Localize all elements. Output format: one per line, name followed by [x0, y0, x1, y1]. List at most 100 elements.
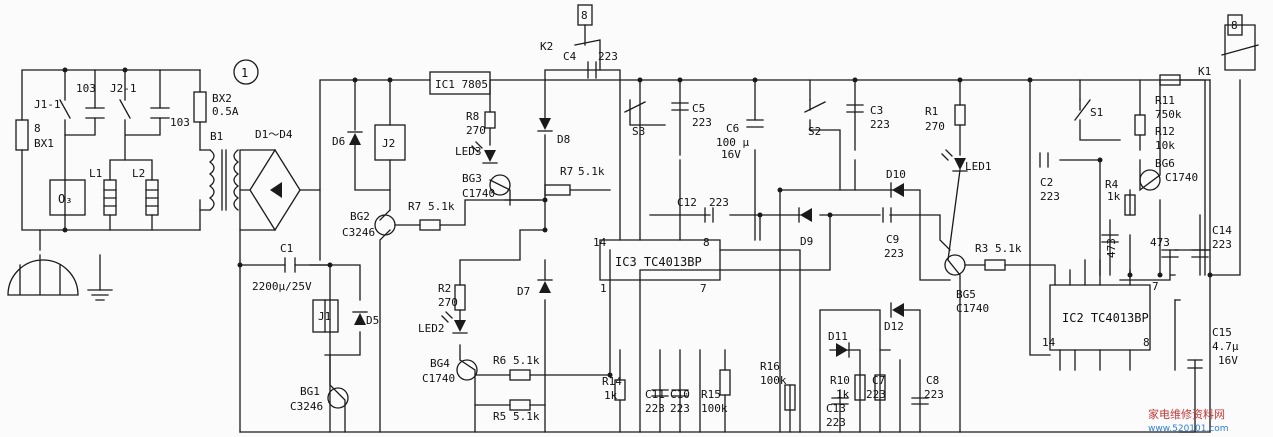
label-c6: C6	[726, 122, 739, 135]
watermark-url: www.520101.com	[1148, 424, 1229, 434]
label-bg4: BG4	[430, 357, 450, 370]
label-pin8: 8	[703, 236, 710, 249]
fuse-bx1	[15, 119, 29, 151]
label-d6: D6	[332, 135, 345, 148]
resistor-r16	[784, 384, 796, 411]
label-r6-value: 5.1k	[513, 354, 540, 367]
label-d5: D5	[366, 314, 379, 327]
label-k2-mark: 8	[581, 9, 588, 22]
label-c1: C1	[280, 242, 293, 255]
switch-s2	[804, 99, 826, 113]
label-r10-value: 1k	[836, 388, 850, 401]
label-r8-value: 270	[466, 124, 486, 137]
label-r5-value: 5.1k	[513, 410, 540, 423]
led2-icon	[454, 320, 466, 332]
label-c10: C10	[670, 388, 690, 401]
relay-j2	[374, 124, 406, 161]
label-pin7: 7	[700, 282, 707, 295]
label-c6-value2: 16V	[721, 148, 741, 161]
resistor-r5	[509, 399, 531, 411]
watermark-text: 家电维修资料网	[1148, 407, 1225, 421]
label-c103a: 103	[76, 82, 96, 95]
label-r5: R5	[493, 410, 506, 423]
label-led2: LED2	[418, 322, 445, 335]
diode-d8	[539, 118, 551, 130]
cap-c6	[746, 119, 764, 128]
label-c15: C15	[1212, 326, 1232, 339]
label-c14-value: 223	[1212, 238, 1232, 251]
label-c10-value: 223	[670, 402, 690, 415]
label-r11-value: 750k	[1155, 108, 1182, 121]
label-r3-value: 5.1k	[995, 242, 1022, 255]
label-l1: L1	[89, 167, 102, 180]
label-r15-value: 100k	[701, 402, 728, 415]
resistor-r1	[954, 104, 966, 126]
label-c4: C4	[563, 50, 577, 63]
label-473b: 473	[1150, 236, 1170, 249]
diode-d6	[349, 133, 361, 145]
label-d7: D7	[517, 285, 530, 298]
label-r12-value: 10k	[1155, 139, 1175, 152]
label-led3: LED3	[455, 145, 482, 158]
cap-c9	[882, 207, 892, 223]
label-ic3: IC3 TC4013BP	[615, 255, 702, 269]
label-ic2-pin8: 8	[1143, 336, 1150, 349]
transformer-secondary	[233, 149, 240, 211]
label-pin14: 14	[593, 236, 607, 249]
led1-icon	[954, 158, 966, 170]
transistor-bg3	[489, 174, 511, 196]
labels: 1 J1-1 103 J2-1 103 BX2 0.5A B1 8 BX1 O₃…	[34, 9, 1239, 429]
resistor-r7a	[419, 219, 441, 231]
relay-j1	[312, 299, 339, 333]
resistor-r2	[454, 284, 466, 311]
label-j2: J2-1	[110, 82, 137, 95]
diode-d7	[539, 281, 551, 293]
label-r7b: R7	[560, 165, 573, 178]
label-bg5: BG5	[956, 288, 976, 301]
label-c15-value2: 16V	[1218, 354, 1238, 367]
label-c8-value: 223	[924, 388, 944, 401]
label-c14: C14	[1212, 224, 1232, 237]
label-r7a-value: 5.1k	[428, 200, 455, 213]
label-r14: R14	[602, 375, 622, 388]
label-c13: C13	[826, 402, 846, 415]
label-r7a: R7	[408, 200, 421, 213]
label-ic2-pin7: 7	[1152, 280, 1159, 293]
cap-103a	[85, 107, 105, 119]
bridge-diode-icon	[270, 182, 282, 198]
label-d11: D11	[828, 330, 848, 343]
cap-c2	[1039, 152, 1049, 168]
switch-k1	[1227, 14, 1243, 36]
resistor-r12	[1134, 114, 1146, 136]
label-c11: C11	[645, 388, 665, 401]
label-d8: D8	[557, 133, 570, 146]
power-plug-icon	[7, 254, 79, 296]
label-c9: C9	[886, 233, 899, 246]
resistor-r7b	[544, 184, 571, 196]
relay-contact-j2	[119, 99, 131, 119]
label-ic2: IC2 TC4013BP	[1062, 311, 1149, 325]
transistor-bg1	[327, 387, 349, 409]
resistor-r15	[719, 369, 731, 396]
relay-contact-j1	[59, 99, 71, 119]
label-c2: C2	[1040, 176, 1053, 189]
ground-icon	[87, 289, 113, 301]
label-led1: LED1	[965, 160, 992, 173]
switch-s1	[1074, 99, 1091, 121]
label-bx1: BX1	[34, 137, 54, 150]
ozone-generator	[49, 179, 86, 216]
label-r2-value: 270	[438, 296, 458, 309]
label-c3: C3	[870, 104, 883, 117]
label-pin1: 1	[600, 282, 607, 295]
label-c4-value: 223	[598, 50, 618, 63]
label-r1: R1	[925, 105, 938, 118]
label-fuse-mark: 8	[34, 122, 41, 135]
label-c12-value: 223	[709, 196, 729, 209]
label-c5: C5	[692, 102, 705, 115]
cap-c14	[1191, 249, 1209, 258]
label-bg6-part: C1740	[1165, 171, 1198, 184]
label-c8: C8	[926, 374, 939, 387]
label-c5-value: 223	[692, 116, 712, 129]
